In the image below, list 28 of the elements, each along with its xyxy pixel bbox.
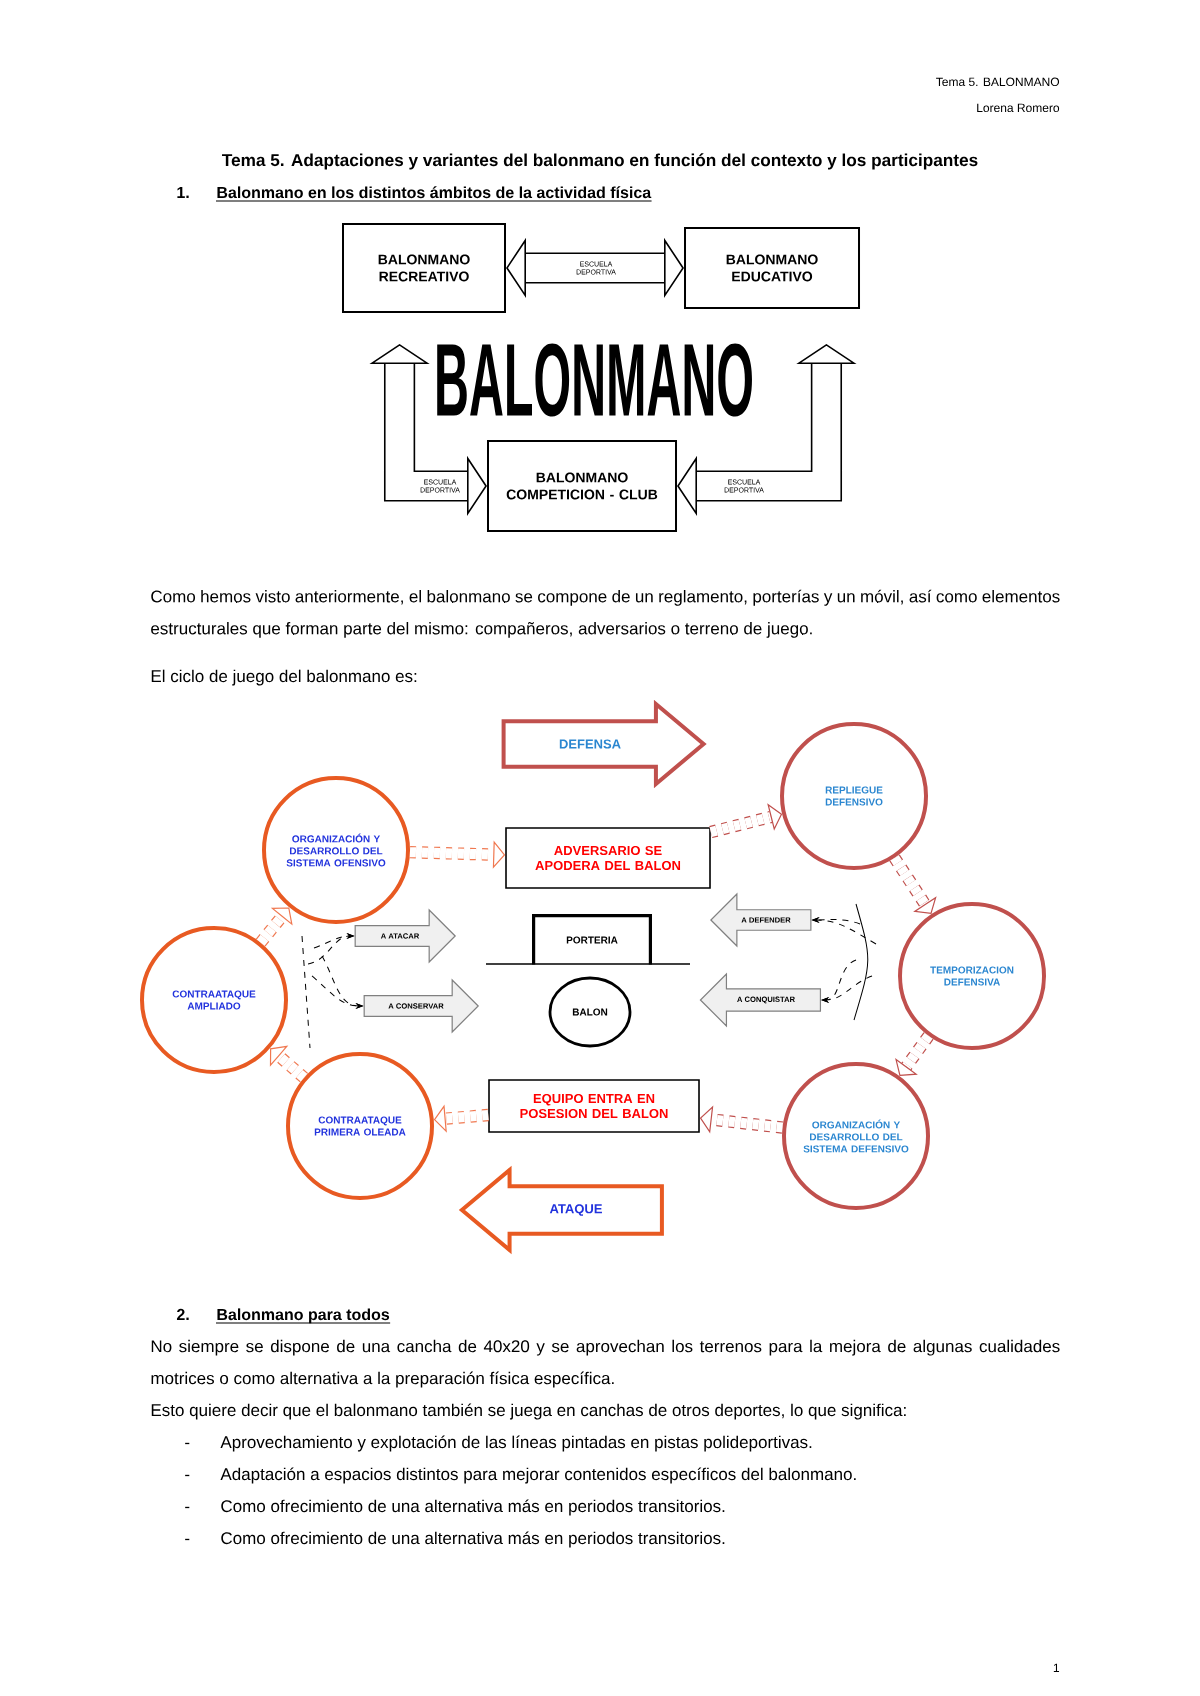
arrow <box>812 917 877 945</box>
bullet: - <box>185 1506 190 1509</box>
block-arrow <box>895 1032 934 1077</box>
paragraph: No siempre se dispone de una cancha de 40x20 y se aprovechan los terrenos para la mejora de algunas cualidades motrices o como alternativa a la preparación física específica. <box>151 1339 1060 1388</box>
title: Tema 5. Adaptaciones y variantes del balonmano en función del contexto y los participantes <box>222 153 978 170</box>
arrow <box>822 975 873 1003</box>
bullet: - <box>185 1538 190 1541</box>
block-arrow <box>255 907 293 947</box>
title-word: BALONMANO <box>437 343 752 417</box>
text-line: Esto quiere decir que el balonmano también se juega en canchas de otros deportes, lo que significa: <box>151 1403 906 1420</box>
section-heading: Balonmano para todos <box>215 1308 391 1324</box>
arrow <box>307 933 354 965</box>
text-line: Como ofrecimiento de una alternativa más en periodos transitorios. <box>221 1531 725 1548</box>
section-number: 1. <box>177 186 189 198</box>
section-number: 2. <box>176 1308 189 1320</box>
bullet: - <box>185 1474 190 1477</box>
block-arrow <box>269 1045 309 1083</box>
text-line: Aprovechamiento y explotación de las líneas pintadas en pistas polideportivas. <box>220 1435 812 1452</box>
text-line: Adaptación a espacios distintos para mejorar contenidos específicos del balonmano. <box>220 1467 856 1484</box>
paragraph: Como hemos visto anteriormente, el balonmano se compone de un reglamento, porterías y un móvil, así como elementos estructurales que forman parte del mismo: compañeros, adversarios o terreno de juego. <box>151 589 1060 638</box>
block-arrow <box>889 854 937 915</box>
section-heading: Balonmano en los distintos ámbitos de la actividad física <box>215 186 653 202</box>
arrow <box>321 955 363 1009</box>
text-line: Como ofrecimiento de una alternativa más en periodos transitorios. <box>221 1499 725 1516</box>
block-arrow <box>709 803 783 839</box>
bullet: - <box>185 1442 190 1445</box>
text-line: El ciclo de juego del balonmano es: <box>151 669 417 686</box>
block-arrow <box>506 237 684 299</box>
